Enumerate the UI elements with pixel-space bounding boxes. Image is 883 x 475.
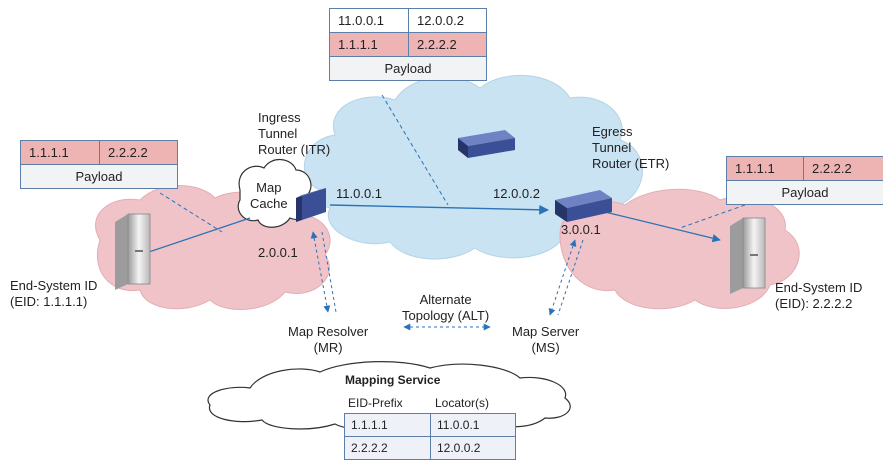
etr-address-label: 3.0.0.1: [561, 222, 601, 237]
etr-label: Egress Tunnel Router (ETR): [592, 124, 670, 171]
alt-label: Alternate Topology (ALT): [402, 292, 490, 323]
etr-router-icon: [555, 190, 612, 222]
outer-src: 11.0.0.1: [330, 9, 408, 32]
right-packet: 1.1.1.1 2.2.2.2 Payload: [726, 156, 883, 205]
inner-dst: 2.2.2.2: [408, 33, 486, 56]
mapping-service-title: Mapping Service: [345, 373, 441, 387]
inner-header: 1.1.1.1 2.2.2.2: [330, 33, 486, 57]
map-server-label: Map Server (MS): [512, 324, 580, 355]
itr-router-icon: [296, 188, 326, 222]
encapsulated-packet: 11.0.0.1 12.0.0.2 1.1.1.1 2.2.2.2 Payloa…: [329, 8, 487, 81]
locator-cell: 11.0.0.1: [430, 414, 515, 436]
payload-row: Payload: [21, 165, 177, 188]
payload: Payload: [330, 57, 486, 80]
payload: Payload: [21, 165, 177, 188]
payload-row: Payload: [727, 181, 883, 204]
mapping-table: EID-Prefix Locator(s) 1.1.1.1 11.0.0.1 2…: [344, 393, 516, 460]
inner-src: 1.1.1.1: [330, 33, 408, 56]
right-host-label: End-System ID (EID): 2.2.2.2: [775, 280, 863, 311]
header-eid-prefix: EID-Prefix: [348, 396, 403, 410]
payload-row: Payload: [330, 57, 486, 80]
table-row: 1.1.1.1 11.0.0.1: [344, 413, 516, 437]
left-host-label: End-System ID (EID: 1.1.1.1): [10, 278, 98, 309]
eid-cell: 2.2.2.2: [351, 441, 388, 455]
inner-src: 1.1.1.1: [21, 141, 99, 164]
inner-dst: 2.2.2.2: [99, 141, 177, 164]
inner-dst: 2.2.2.2: [803, 157, 883, 180]
eid-cell: 1.1.1.1: [351, 418, 388, 432]
tunnel-arrow: [329, 204, 549, 215]
right-server-icon: [730, 217, 766, 294]
core-router-icon: [458, 130, 515, 158]
inner-header: 1.1.1.1 2.2.2.2: [727, 157, 883, 181]
mapping-table-header: EID-Prefix Locator(s): [344, 393, 516, 413]
map-resolver-label: Map Resolver (MR): [288, 324, 369, 355]
outer-dst: 12.0.0.2: [408, 9, 486, 32]
inner-src: 1.1.1.1: [727, 157, 803, 180]
left-server-icon: [115, 213, 151, 290]
header-locators: Locator(s): [435, 396, 490, 410]
itr-label: Ingress Tunnel Router (ITR): [258, 110, 331, 157]
locator-cell: 12.0.0.2: [430, 437, 515, 459]
itr-rloc-label: 11.0.0.1: [336, 186, 383, 201]
table-row: 2.2.2.2 12.0.0.2: [344, 437, 516, 460]
etr-rloc-label: 12.0.0.2: [493, 186, 540, 201]
itr-address-label: 2.0.0.1: [258, 245, 298, 260]
inner-header: 1.1.1.1 2.2.2.2: [21, 141, 177, 165]
left-packet: 1.1.1.1 2.2.2.2 Payload: [20, 140, 178, 189]
map-cache-label: Map Cache: [250, 180, 288, 211]
outer-header: 11.0.0.1 12.0.0.2: [330, 9, 486, 33]
payload: Payload: [727, 181, 883, 204]
